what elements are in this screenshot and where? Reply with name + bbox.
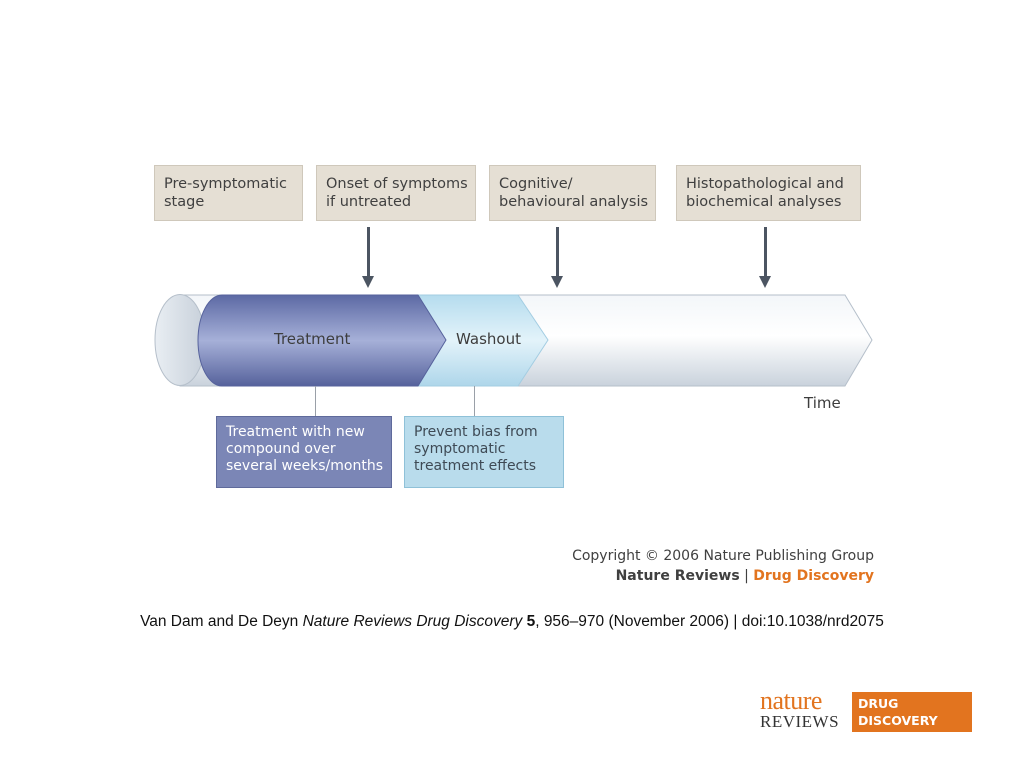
arrow-onset: [367, 227, 370, 277]
connector-treatment: [315, 386, 316, 416]
washout-label: Washout: [456, 330, 521, 348]
journal-line: Nature Reviews | Drug Discovery: [572, 566, 874, 586]
arrow-histopathological-head: [759, 276, 771, 288]
copyright-line: Copyright © 2006 Nature Publishing Group: [572, 548, 874, 564]
copyright-separator: |: [739, 568, 754, 584]
citation-authors: Van Dam and De Deyn: [140, 613, 303, 630]
timeline-diagram: [154, 294, 873, 387]
stage-box-cognitive: Cognitive/ behavioural analysis: [489, 165, 656, 221]
copyright-block: Copyright © 2006 Nature Publishing Group…: [572, 546, 874, 586]
logo-reviews: REVIEWS: [760, 712, 840, 731]
time-axis-label: Time: [804, 394, 841, 412]
connector-washout: [474, 386, 475, 416]
stage-box-presymptomatic: Pre-symptomatic stage: [154, 165, 303, 221]
stage-box-histopathological: Histopathological and biochemical analys…: [676, 165, 861, 221]
logo-badge: DRUG DISCOVERY: [852, 692, 972, 732]
citation-volume: 5: [526, 613, 536, 630]
arrow-cognitive: [556, 227, 559, 277]
treatment-label: Treatment: [274, 330, 351, 348]
copyright-journal: Nature Reviews: [615, 568, 740, 584]
washout-note: Prevent bias from symptomatic treatment …: [404, 416, 564, 488]
citation-rest: , 956–970 (November 2006) | doi:10.1038/…: [535, 613, 884, 630]
timeline-tube-cap: [154, 294, 206, 386]
treatment-note: Treatment with new compound over several…: [216, 416, 392, 488]
stage-box-onset: Onset of symptoms if untreated: [316, 165, 476, 221]
arrow-cognitive-head: [551, 276, 563, 288]
logo-nature: nature: [760, 686, 822, 715]
copyright-section: Drug Discovery: [753, 568, 874, 584]
citation-journal: Nature Reviews Drug Discovery: [302, 613, 523, 630]
citation: Van Dam and De Deyn Nature Reviews Drug …: [0, 613, 1024, 631]
arrow-histopathological: [764, 227, 767, 277]
treatment-segment: [197, 294, 447, 387]
arrow-onset-head: [362, 276, 374, 288]
